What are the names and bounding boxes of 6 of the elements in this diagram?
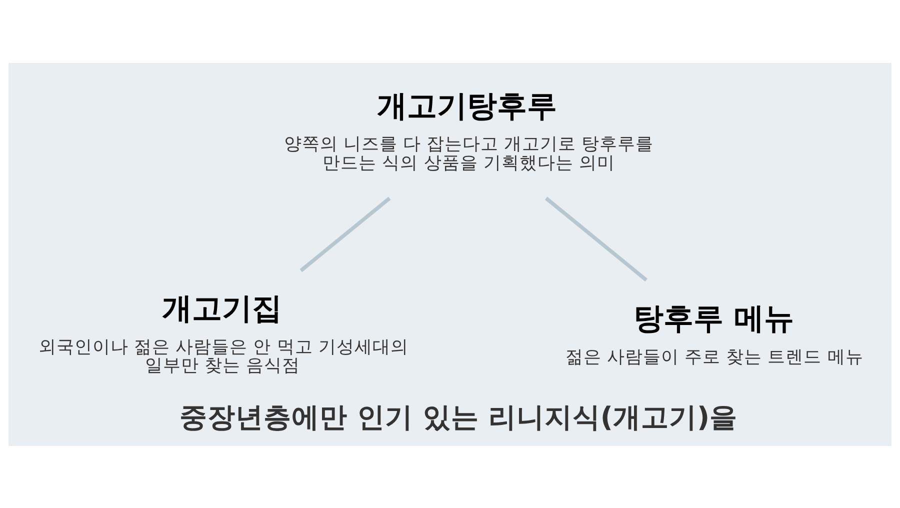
- node-text: 탕후루 메뉴 젊은 사람들이 주로 찾는 트렌드 메뉴: [565, 301, 864, 367]
- connector: [300, 196, 391, 272]
- caption: 중장년층에만 인기 있는 리니지식(개고기)을: [180, 401, 738, 434]
- connector: [544, 196, 648, 281]
- node-text: 개고기탕후루 양쪽의 니즈를 다 잡는다고 개고기로 탕후루를 만드는 식의 상품을 기획했다는 의미: [284, 88, 654, 173]
- node-text: 개고기집 외국인이나 젊은 사람들은 안 먹고 기성세대의 일부만 찾는 음식점: [38, 291, 408, 376]
